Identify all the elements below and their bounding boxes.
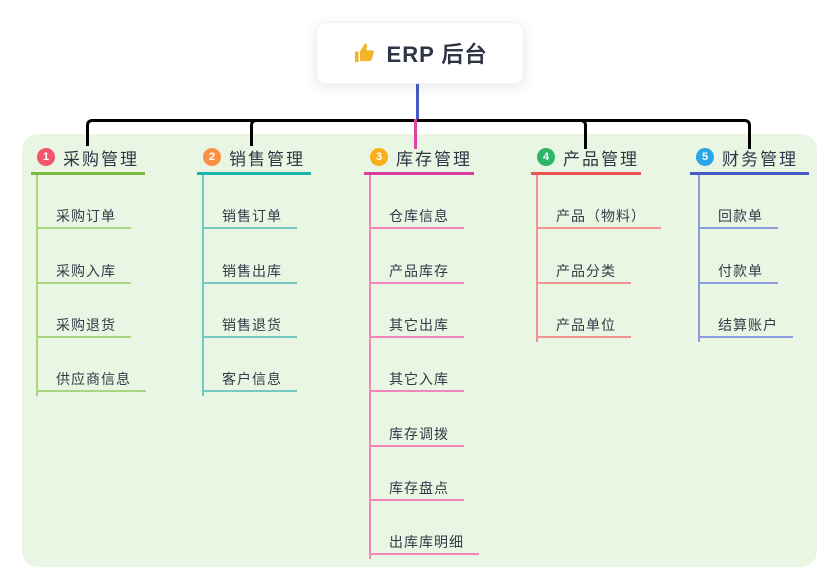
node-item[interactable]: 付款单 [699,258,778,284]
node-item[interactable]: 供应商信息 [37,366,146,392]
branch-label: 财务管理 [722,149,798,169]
node-item[interactable]: 产品分类 [537,258,631,284]
node-item[interactable]: 采购退货 [37,312,131,338]
node-item[interactable]: 采购订单 [37,203,131,229]
connector-branch-5 [420,119,751,149]
number-badge: 4 [537,148,555,166]
node-item[interactable]: 仓库信息 [370,203,464,229]
node-item[interactable]: 产品库存 [370,258,464,284]
branch-label: 销售管理 [229,149,305,169]
node-item[interactable]: 销售订单 [203,203,297,229]
number-badge: 5 [696,148,714,166]
root-connector-line [416,82,419,120]
child-connector-line [369,175,371,559]
branch-node[interactable]: 4 产品管理 [531,146,641,175]
branch-label: 产品管理 [563,149,639,169]
branch-node[interactable]: 1 采购管理 [31,146,145,175]
node-item[interactable]: 其它入库 [370,366,464,392]
background-panel [22,134,817,567]
node-item[interactable]: 库存调拨 [370,421,464,447]
branch-label: 库存管理 [396,149,472,169]
branch-sales: 2 销售管理 销售订单 销售出库 销售退货 客户信息 [197,146,311,396]
number-badge: 3 [370,148,388,166]
node-item[interactable]: 销售出库 [203,258,297,284]
branch-node[interactable]: 3 库存管理 [364,146,474,175]
connector-branch-3 [414,119,417,149]
child-connector-line [36,175,38,396]
branch-purchase: 1 采购管理 采购订单 采购入库 采购退货 供应商信息 [31,146,146,396]
child-connector-line [698,175,700,342]
child-connector-line [536,175,538,342]
node-item[interactable]: 回款单 [699,203,778,229]
branch-inventory: 3 库存管理 仓库信息 产品库存 其它出库 其它入库 库存调拨 库存盘点 出库库… [364,146,479,559]
node-item[interactable]: 产品（物料） [537,203,661,229]
connector-branch-2 [250,119,420,146]
branch-product: 4 产品管理 产品（物料） 产品分类 产品单位 [531,146,661,342]
node-item[interactable]: 产品单位 [537,312,631,338]
node-item[interactable]: 销售退货 [203,312,297,338]
root-label: ERP 后台 [386,42,488,67]
branch-node[interactable]: 2 销售管理 [197,146,311,175]
branch-node[interactable]: 5 财务管理 [690,146,809,175]
number-badge: 1 [37,148,55,166]
node-item[interactable]: 结算账户 [699,312,793,338]
thumbs-up-icon [353,41,377,65]
node-item[interactable]: 库存盘点 [370,475,464,501]
node-item[interactable]: 客户信息 [203,366,297,392]
node-item[interactable]: 采购入库 [37,258,131,284]
node-item[interactable]: 其它出库 [370,312,464,338]
number-badge: 2 [203,148,221,166]
child-connector-line [202,175,204,396]
branch-label: 采购管理 [63,149,139,169]
node-item[interactable]: 出库库明细 [370,529,479,555]
root-node[interactable]: ERP 后台 [316,22,524,84]
branch-finance: 5 财务管理 回款单 付款单 结算账户 [690,146,809,342]
